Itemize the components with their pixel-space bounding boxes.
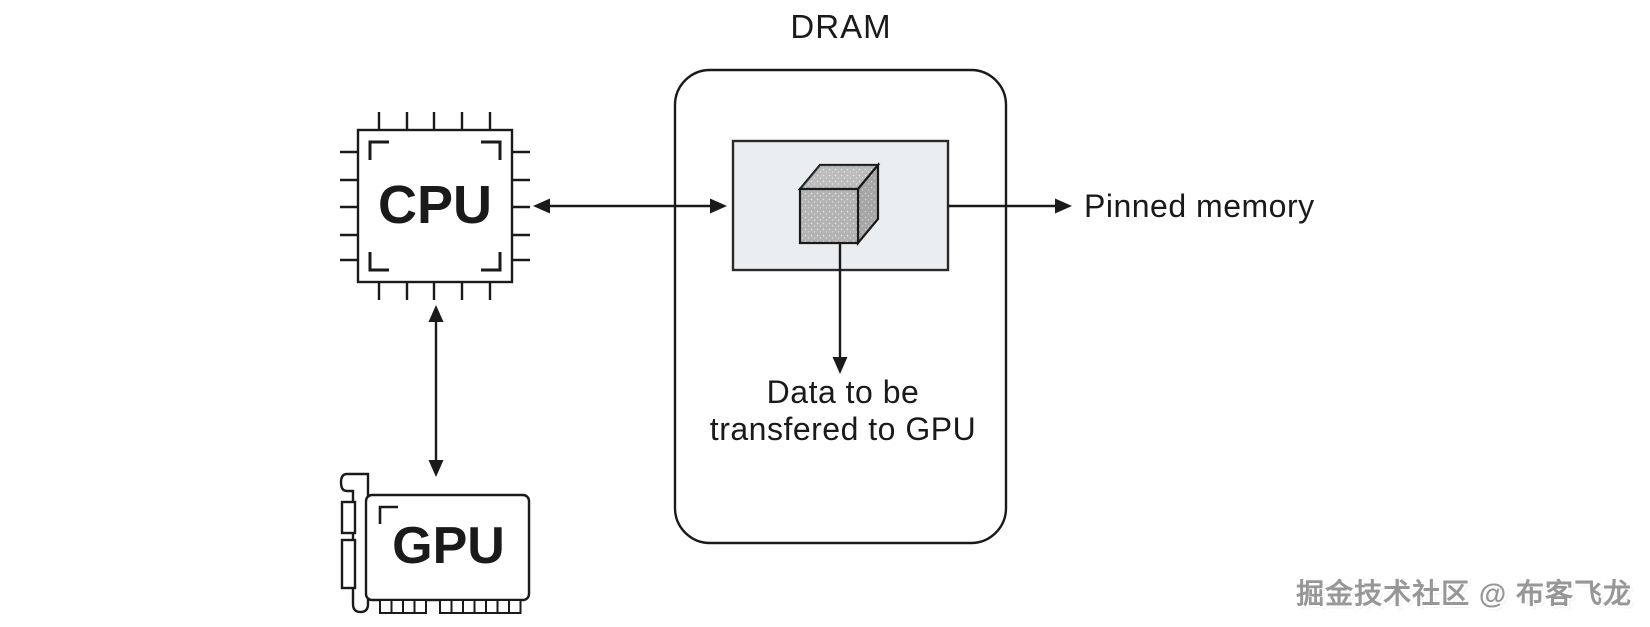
buffer-pinned-arrow bbox=[948, 198, 1072, 214]
pinned-memory-label: Pinned memory bbox=[1084, 188, 1315, 224]
data-transfer-line-2: transfered to GPU bbox=[709, 411, 977, 447]
cpu-chip-icon bbox=[340, 112, 530, 300]
watermark: 掘金技术社区 @ 布客飞龙 bbox=[1296, 578, 1632, 609]
cpu-dram-double-arrow bbox=[533, 198, 727, 214]
gpu-label: GPU bbox=[392, 517, 505, 575]
data-cube-icon bbox=[797, 161, 881, 247]
cpu-gpu-double-arrow bbox=[428, 305, 444, 477]
cpu-label: CPU bbox=[377, 175, 492, 235]
data-transfer-line-1: Data to be bbox=[766, 374, 920, 410]
cube-down-arrow bbox=[832, 243, 848, 374]
dram-title: DRAM bbox=[790, 8, 892, 45]
gpu-card-icon bbox=[339, 472, 531, 614]
data-transfer-label: Data to be transfered to GPU bbox=[683, 374, 1003, 448]
